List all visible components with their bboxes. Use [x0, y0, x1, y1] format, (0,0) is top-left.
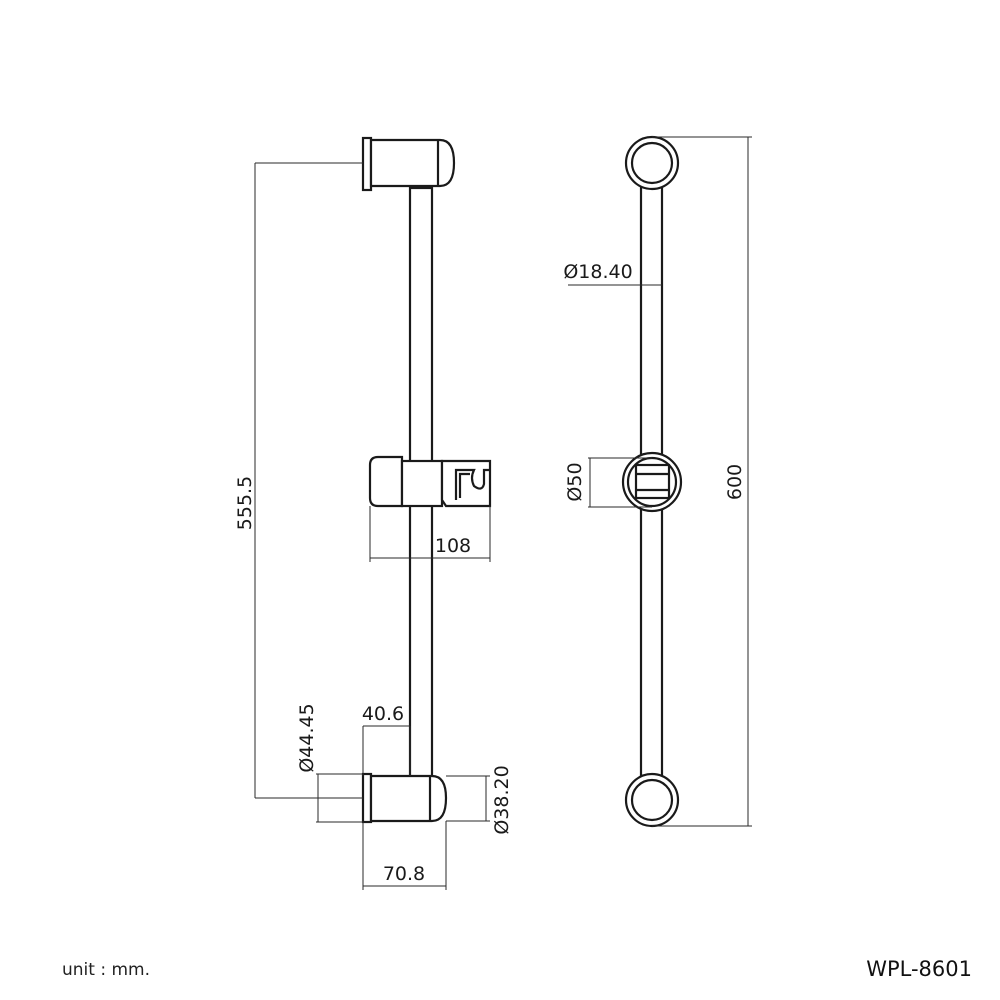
- dim-label-70-8: 70.8: [383, 863, 425, 885]
- front-view: Ø18.40 Ø50 600: [563, 135, 752, 828]
- dim-label-bracket-dia: Ø38.20: [491, 765, 513, 834]
- dim-slider-dia: Ø50: [564, 457, 652, 508]
- dim-label-108: 108: [435, 535, 471, 557]
- dim-70-8: 70.8: [362, 821, 447, 890]
- bottom-bracket: [361, 772, 448, 824]
- bottom-end-cap: [624, 772, 680, 828]
- unit-note: unit : mm.: [62, 960, 150, 980]
- front-slider: [621, 451, 683, 513]
- dim-label-slider-dia: Ø50: [564, 462, 586, 501]
- dim-555-5: 555.5: [234, 162, 363, 799]
- dim-label-40-6: 40.6: [362, 703, 404, 725]
- dim-600: 600: [652, 136, 752, 827]
- dim-40-6: 40.6: [362, 703, 411, 776]
- dim-flange-dia: Ø44.45: [296, 703, 363, 823]
- dim-label-555-5: 555.5: [234, 476, 256, 530]
- dim-bracket-dia: Ø38.20: [446, 765, 513, 835]
- model-number: WPL-8601: [866, 957, 972, 981]
- slider-holder: [368, 455, 492, 508]
- dim-108: 108: [369, 506, 491, 562]
- dim-rail-dia: Ø18.40: [563, 261, 662, 286]
- dim-label-flange-dia: Ø44.45: [296, 703, 318, 772]
- dim-label-600: 600: [724, 464, 746, 500]
- side-view: 555.5 108 40.6 Ø44.45 Ø38.20: [234, 136, 513, 890]
- top-end-cap: [624, 135, 680, 191]
- top-bracket: [361, 136, 456, 192]
- dim-label-rail-dia: Ø18.40: [563, 261, 632, 283]
